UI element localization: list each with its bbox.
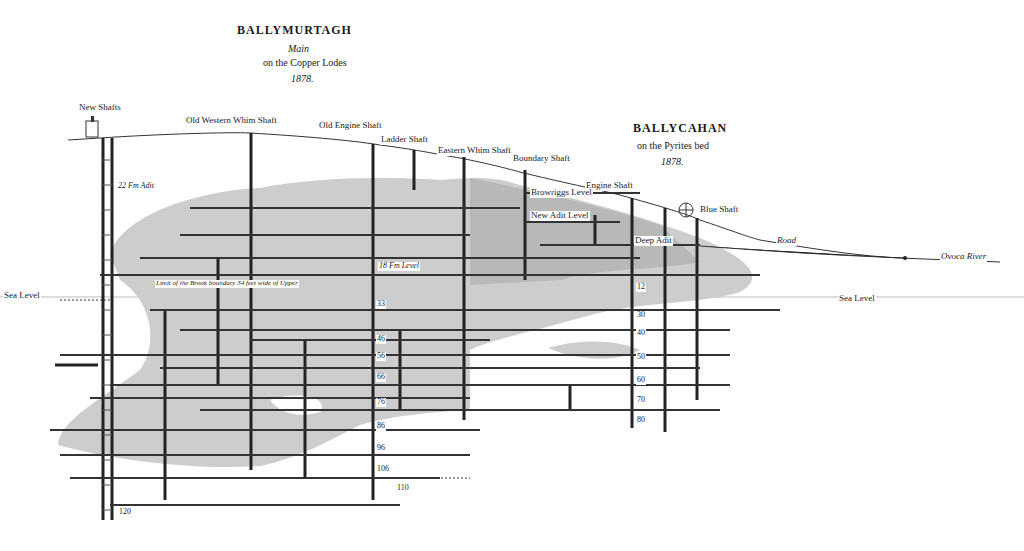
shaft-name: New Shafts <box>78 103 122 113</box>
depth-number: 110 <box>396 484 410 493</box>
shaft-line <box>631 198 634 428</box>
shaft-line <box>250 133 253 470</box>
place-name: Road <box>776 236 797 246</box>
subtitle: on the Pyrites bed <box>636 140 710 151</box>
datum-label: Sea Level <box>3 291 41 301</box>
date-label: 1878. <box>290 73 315 84</box>
place-name: Ovoca River <box>940 252 987 262</box>
boundary-note: Limit of the Brook boundary 34 feet wide… <box>155 280 299 288</box>
depth-number: 50 <box>636 353 646 362</box>
shaft-line <box>372 144 375 500</box>
ground-surface <box>68 133 1000 262</box>
depth-number: 80 <box>636 416 646 425</box>
level-name: Deep Adit <box>634 236 673 246</box>
title-heading: BALLYMURTAGH <box>236 24 353 37</box>
level-name: 22 Fm Adit <box>117 182 155 191</box>
depth-number: 106 <box>376 465 390 474</box>
ladder-rung <box>103 160 112 510</box>
depth-number: 76 <box>376 398 386 407</box>
datum-label: Sea Level <box>838 294 876 304</box>
level-line <box>50 193 780 505</box>
shaft-line <box>111 138 114 520</box>
subtitle: on the Copper Lodes <box>262 57 348 68</box>
subtitle: Main <box>287 43 310 54</box>
shaft-name: Old Western Whim Shaft <box>185 116 278 126</box>
depth-number: 56 <box>376 352 386 361</box>
river-point <box>903 256 907 260</box>
level-name: Browriggs Level <box>530 188 593 198</box>
shaft-name: Ladder Shaft <box>380 135 429 145</box>
levels <box>50 193 905 505</box>
depth-number: 70 <box>636 396 646 405</box>
shaft-name: Old Engine Shaft <box>318 121 383 131</box>
shaft-line <box>102 138 105 520</box>
shaft-name: Blue Shaft <box>699 205 739 215</box>
level-dotted <box>60 300 470 478</box>
ore-body <box>58 178 752 467</box>
depth-number: 40 <box>636 329 646 338</box>
depth-number: 66 <box>376 373 386 382</box>
depth-number: 46 <box>376 335 386 344</box>
shaft-line <box>413 150 416 190</box>
chimney <box>91 116 94 122</box>
winze-line <box>217 258 220 385</box>
shaft-name: Eastern Whim Shaft <box>437 146 512 156</box>
date-label: 1878. <box>660 156 685 167</box>
winze-line <box>164 310 167 500</box>
shaft-name: Boundary Shaft <box>512 154 571 164</box>
winding-wheel <box>679 203 693 217</box>
level-line <box>55 364 98 367</box>
depth-number: 86 <box>376 422 386 431</box>
ladder-rungs <box>103 160 112 510</box>
ore-pocket <box>548 341 640 358</box>
wheel-spoke <box>686 203 687 217</box>
winze-line <box>594 215 597 245</box>
section-heading: BALLYCAHAN <box>632 122 728 135</box>
level-name: New Adit Level <box>530 211 590 221</box>
shaft-line <box>524 170 527 280</box>
shaft-line <box>463 157 466 420</box>
depth-number: 12 <box>636 283 646 292</box>
depth-number: 60 <box>636 376 646 385</box>
engine-house <box>86 121 98 137</box>
depth-number: 33 <box>376 300 386 309</box>
depth-number: 120 <box>118 508 132 517</box>
depth-number: 96 <box>376 444 386 453</box>
adit-line <box>700 246 905 258</box>
shafts <box>103 133 697 520</box>
level-name: 18 Fm Level <box>378 262 420 271</box>
depth-number: 30 <box>636 311 646 320</box>
winze-line <box>569 385 572 410</box>
